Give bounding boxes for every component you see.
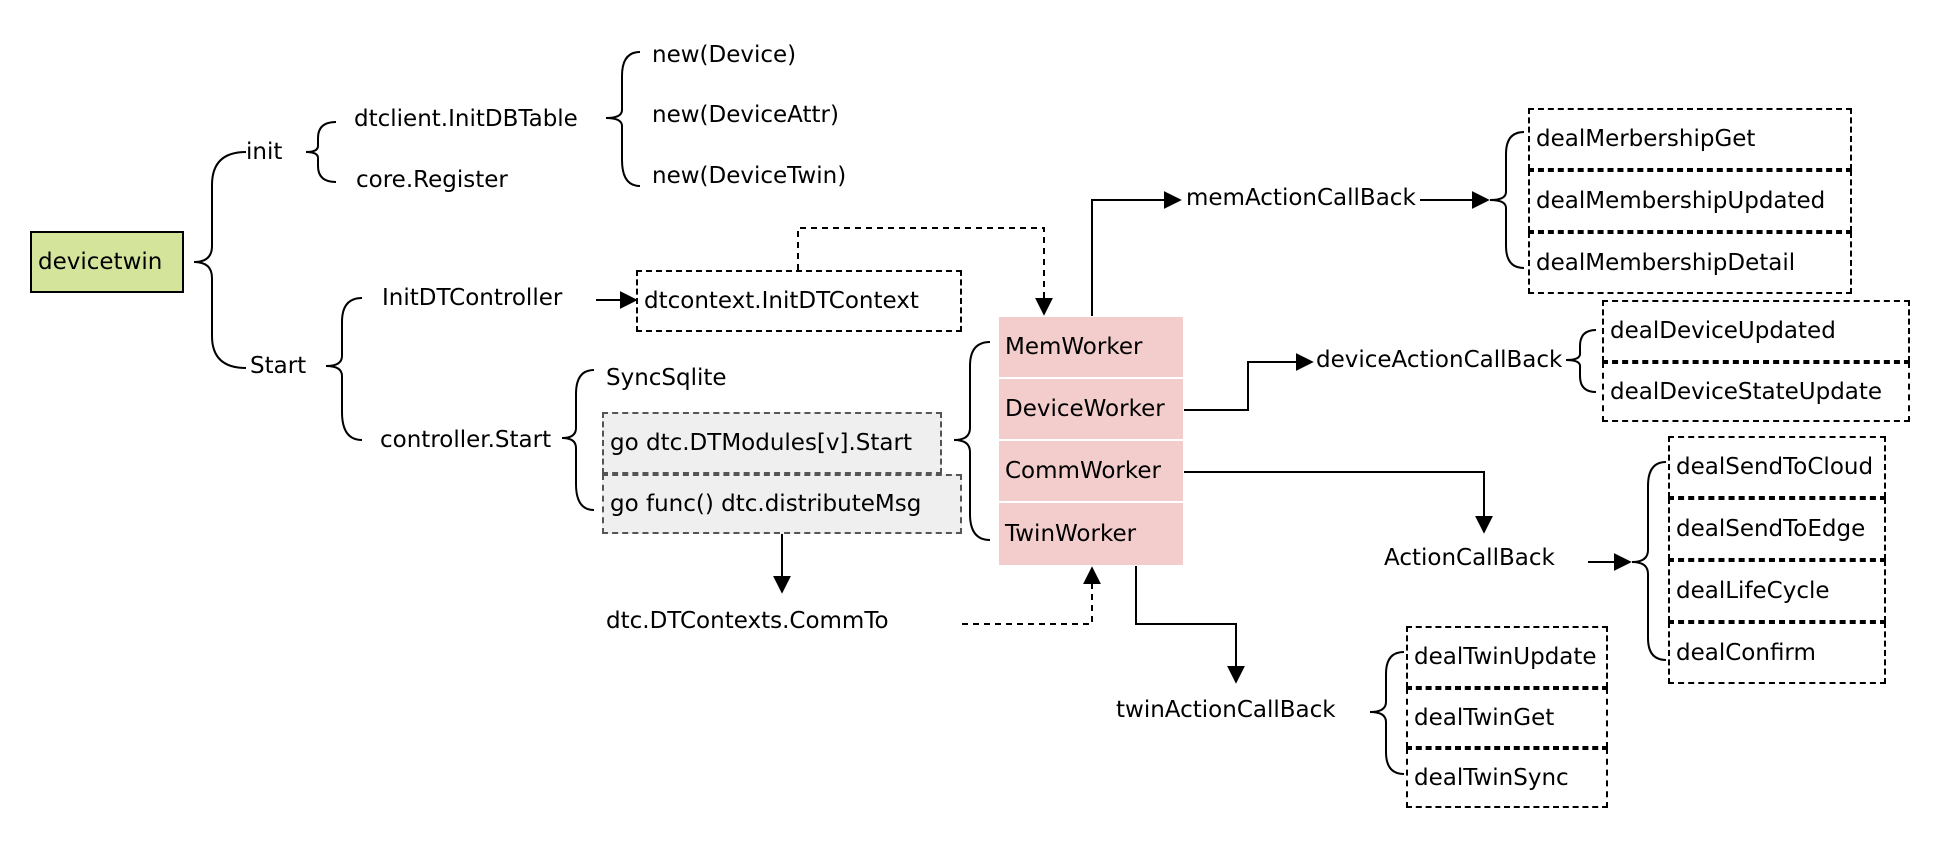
arrow-twin-callback bbox=[1135, 566, 1245, 684]
controller-start-label: controller.Start bbox=[380, 427, 552, 453]
brace-device-deals bbox=[1565, 329, 1597, 393]
sync-sqlite-label: SyncSqlite bbox=[606, 365, 727, 391]
brace-controller bbox=[561, 369, 595, 511]
arrow-context-memworker bbox=[797, 227, 1053, 316]
arrow-device-callback bbox=[1182, 353, 1314, 411]
dbtable-label: dtclient.InitDBTable bbox=[354, 106, 578, 132]
arrow-committo-workers bbox=[962, 566, 1101, 625]
deal-membership-get: dealMerbershipGet bbox=[1528, 108, 1852, 170]
brace-dbtable bbox=[605, 51, 641, 187]
init-context-box: dtcontext.InitDTContext bbox=[636, 270, 962, 332]
brace-init bbox=[305, 121, 337, 183]
brace-root bbox=[193, 151, 247, 369]
mem-callback-label: memActionCallBack bbox=[1186, 185, 1416, 211]
device-callback-label: deviceActionCallBack bbox=[1316, 347, 1563, 373]
comm-worker: CommWorker bbox=[998, 440, 1184, 502]
deal-life-cycle: dealLifeCycle bbox=[1668, 560, 1886, 622]
root-node: devicetwin bbox=[30, 231, 184, 293]
deal-twin-update: dealTwinUpdate bbox=[1406, 626, 1608, 688]
go-modules-box: go dtc.DTModules[v].Start bbox=[602, 412, 942, 474]
twin-callback-label: twinActionCallBack bbox=[1116, 697, 1336, 723]
brace-comm-deals bbox=[1631, 461, 1667, 661]
brace-mem-deals bbox=[1489, 131, 1525, 269]
start-label: Start bbox=[250, 353, 307, 379]
deal-twin-get: dealTwinGet bbox=[1406, 688, 1608, 748]
deal-device-state-update: dealDeviceStateUpdate bbox=[1602, 362, 1910, 422]
init-controller-label: InitDTController bbox=[382, 285, 563, 311]
comm-to-label: dtc.DTContexts.CommTo bbox=[606, 608, 889, 634]
mem-worker: MemWorker bbox=[998, 316, 1184, 378]
arrow-comm-callback bbox=[1182, 471, 1493, 534]
new-device-label: new(Device) bbox=[652, 42, 797, 68]
init-label: init bbox=[246, 139, 283, 165]
arrow-mem-callback bbox=[1091, 191, 1182, 316]
deal-twin-sync: dealTwinSync bbox=[1406, 748, 1608, 808]
deal-send-to-edge: dealSendToEdge bbox=[1668, 498, 1886, 560]
new-device-twin-label: new(DeviceTwin) bbox=[652, 163, 847, 189]
deal-device-updated: dealDeviceUpdated bbox=[1602, 300, 1910, 362]
brace-twin-deals bbox=[1369, 651, 1405, 775]
comm-callback-label: ActionCallBack bbox=[1384, 545, 1555, 571]
brace-workers bbox=[953, 341, 991, 541]
new-device-attr-label: new(DeviceAttr) bbox=[652, 102, 839, 128]
deal-send-to-cloud: dealSendToCloud bbox=[1668, 436, 1886, 498]
device-worker: DeviceWorker bbox=[998, 378, 1184, 440]
deal-membership-updated: dealMembershipUpdated bbox=[1528, 170, 1852, 232]
deal-membership-detail: dealMembershipDetail bbox=[1528, 232, 1852, 294]
core-register-label: core.Register bbox=[356, 167, 508, 193]
deal-confirm: dealConfirm bbox=[1668, 622, 1886, 684]
go-func-box: go func() dtc.distributeMsg bbox=[602, 474, 962, 534]
twin-worker: TwinWorker bbox=[998, 502, 1184, 566]
brace-start bbox=[325, 297, 363, 441]
